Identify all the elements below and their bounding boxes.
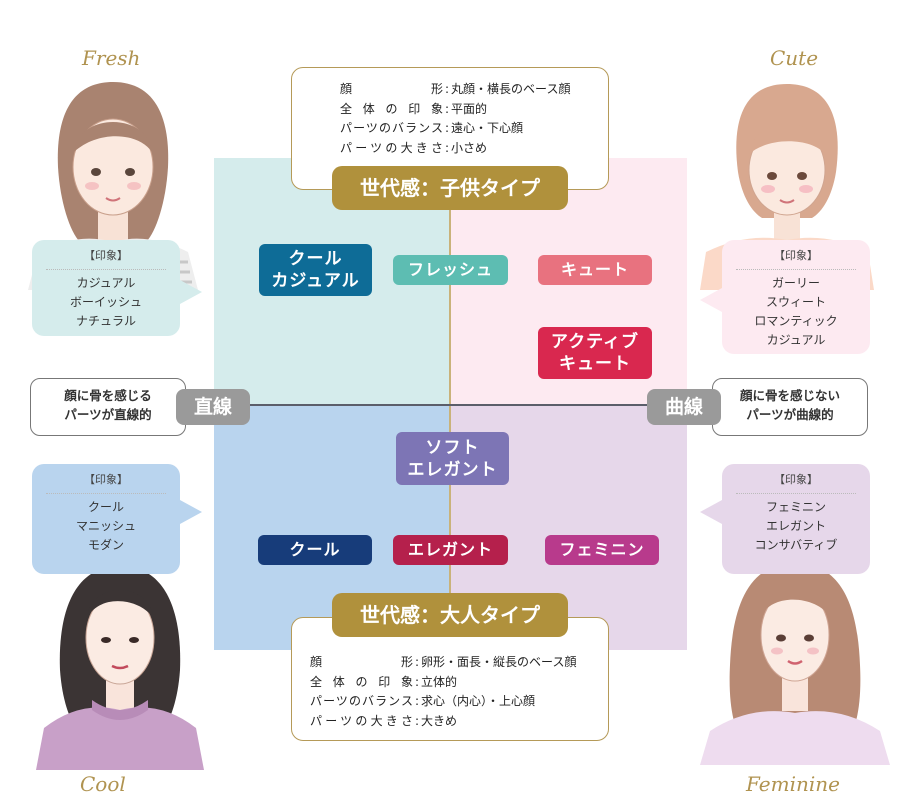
pill-label: フェミニン (559, 540, 645, 559)
impression-item: ロマンティック (754, 314, 838, 328)
corner-label-feminine: Feminine (746, 772, 840, 796)
pill-line: カジュアル (271, 271, 360, 291)
style-elegant: エレガント (393, 535, 508, 565)
corner-label-fresh: Fresh (82, 46, 141, 70)
cool-impression-bubble: 【印象】 クール マニッシュ モダン (32, 464, 180, 574)
impression-item: コンサバティブ (754, 538, 838, 552)
info-row: 顔形:丸顔・横長のベース顔 (340, 82, 571, 96)
bubble-tail (180, 280, 202, 304)
straight-axis-tag: 直線 (176, 389, 250, 425)
pill-label: キュート (560, 260, 629, 279)
impression-heading: 【印象】 (84, 249, 128, 262)
pill-line: アクティブ (550, 332, 640, 352)
impression-item: マニッシュ (75, 519, 136, 533)
pill-line: ソフト (425, 437, 480, 458)
desc-line: 顔に骨を感じない (739, 388, 840, 403)
style-fresh: フレッシュ (393, 255, 508, 285)
info-row: パーツのバランス:遠心・下心顔 (340, 121, 524, 135)
corner-label-cool: Cool (80, 772, 126, 796)
impression-item: モダン (87, 538, 124, 552)
divider (46, 269, 166, 270)
pill-label: フレッシュ (407, 260, 493, 279)
feminine-impression-bubble: 【印象】 フェミニン エレガント コンサバティブ (722, 464, 870, 574)
pill-line: クール (288, 249, 343, 269)
desc-line: 顔に骨を感じる (64, 388, 152, 403)
impression-item: スウィート (765, 295, 826, 309)
impression-item: ボーイッシュ (69, 295, 142, 309)
divider (736, 269, 856, 270)
style-active-cute: アクティブ キュート (538, 327, 652, 379)
style-soft-elegant: ソフト エレガント (396, 432, 509, 485)
cool-woman-illustration (36, 566, 204, 770)
style-cute: キュート (538, 255, 652, 285)
desc-line: パーツが曲線的 (746, 407, 834, 422)
impression-heading: 【印象】 (774, 473, 818, 486)
fresh-impression-bubble: 【印象】 カジュアル ボーイッシュ ナチュラル (32, 240, 180, 336)
corner-label-cute: Cute (770, 46, 819, 70)
style-cool-casual: クール カジュアル (259, 244, 372, 296)
impression-item: カジュアル (766, 333, 826, 347)
curve-axis-tag: 曲線 (647, 389, 721, 425)
info-row: パーツのバランス:求心（内心）・上心顔 (310, 694, 536, 708)
adult-type-label: 世代感：大人タイプ (332, 593, 568, 637)
info-row: パーツの大きさ:小さめ (340, 140, 488, 155)
curve-description-box: 顔に骨を感じない パーツが曲線的 (712, 378, 868, 436)
pill-line: エレガント (407, 459, 498, 480)
style-cool: クール (258, 535, 372, 565)
impression-item: カジュアル (76, 276, 136, 290)
style-feminine: フェミニン (545, 535, 659, 565)
divider (46, 493, 166, 494)
pill-label: エレガント (407, 540, 493, 559)
bubble-tail (180, 500, 202, 524)
impression-item: フェミニン (765, 500, 826, 514)
impression-heading: 【印象】 (84, 473, 128, 486)
impression-heading: 【印象】 (774, 249, 818, 262)
impression-item: エレガント (765, 519, 826, 533)
straight-description-box: 顔に骨を感じる パーツが直線的 (30, 378, 186, 436)
bubble-tail (700, 288, 722, 312)
pill-line: キュート (559, 354, 631, 374)
impression-item: ナチュラル (75, 314, 136, 328)
desc-line: パーツが直線的 (64, 407, 152, 422)
feminine-woman-illustration (700, 563, 890, 765)
impression-item: ガーリー (771, 276, 820, 290)
info-row: 全体の印象:立体的 (310, 674, 458, 689)
bottom-info-box: 顔形:卵形・面長・縦長のベース顔 全体の印象:立体的 パーツのバランス:求心（内… (291, 617, 609, 741)
horizontal-axis (214, 404, 690, 406)
impression-item: クール (87, 500, 124, 514)
info-row: 全体の印象:平面的 (340, 101, 488, 116)
child-type-label: 世代感：子供タイプ (332, 166, 568, 210)
cute-impression-bubble: 【印象】 ガーリー スウィート ロマンティック カジュアル (722, 240, 870, 354)
pill-label: クール (289, 540, 341, 559)
bubble-tail (700, 500, 722, 524)
info-row: パーツの大きさ:大きめ (310, 713, 458, 728)
divider (736, 493, 856, 494)
info-row: 顔形:卵形・面長・縦長のベース顔 (310, 655, 577, 669)
